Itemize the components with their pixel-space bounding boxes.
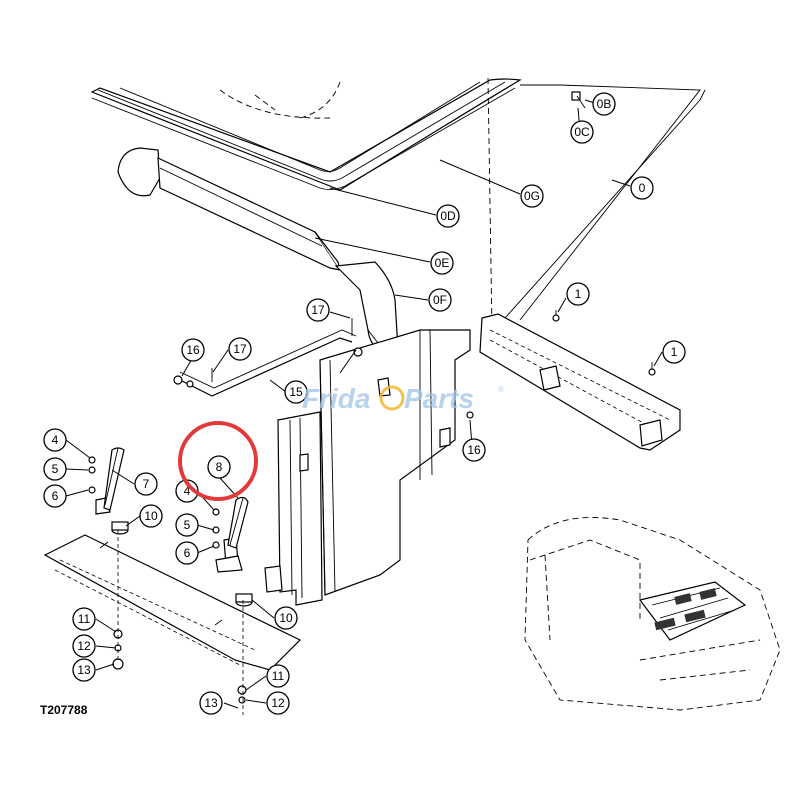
watermark-text-1: Frida	[302, 383, 370, 414]
callout-16-right: 16	[462, 438, 486, 462]
svg-text:15: 15	[289, 385, 303, 399]
callout-12-right: 12	[266, 691, 290, 715]
svg-text:10: 10	[279, 611, 293, 625]
callout-13-left: 13	[72, 658, 96, 682]
svg-text:0F: 0F	[433, 293, 447, 307]
right-side-panel	[504, 84, 706, 321]
watermark: Frida Parts ®	[302, 383, 504, 414]
svg-text:17: 17	[233, 342, 247, 356]
callout-0B: 0B	[592, 92, 616, 116]
svg-text:4: 4	[52, 433, 59, 447]
callout-17-right: 17	[306, 298, 330, 322]
svg-text:4: 4	[184, 484, 191, 498]
callout-6-center: 6	[175, 541, 199, 565]
callout-7: 7	[134, 472, 158, 496]
svg-text:10: 10	[144, 509, 158, 523]
svg-text:0B: 0B	[597, 97, 612, 111]
center-hinge-assembly	[212, 496, 249, 573]
callout-1-right: 1	[662, 340, 686, 364]
highlight-ring	[178, 421, 258, 501]
lower-base-frame	[43, 534, 302, 671]
svg-text:12: 12	[77, 639, 91, 653]
rubber-mounts	[111, 521, 253, 715]
svg-text:16: 16	[467, 443, 481, 457]
svg-text:0G: 0G	[524, 189, 540, 203]
callout-5-center: 5	[175, 513, 199, 537]
callout-10-left: 10	[139, 504, 163, 528]
callout-12-left: 12	[72, 634, 96, 658]
callout-0E: 0E	[430, 251, 454, 275]
center-dash-line	[487, 77, 493, 331]
callout-1-top: 1	[566, 282, 590, 306]
excavator-inset	[524, 517, 781, 711]
callout-5-left: 5	[43, 457, 67, 481]
callout-8: 8	[207, 455, 231, 479]
callout-0C: 0C	[570, 120, 594, 144]
svg-text:13: 13	[77, 663, 91, 677]
svg-text:7: 7	[143, 477, 150, 491]
svg-text:5: 5	[52, 462, 59, 476]
callout-10-right: 10	[274, 606, 298, 630]
left-hinge-assembly	[88, 447, 125, 515]
side-rail-assembly	[479, 310, 681, 451]
svg-text:0C: 0C	[574, 125, 590, 139]
svg-text:8: 8	[216, 460, 223, 474]
figure-code: T207788	[40, 703, 88, 717]
svg-text:16: 16	[186, 343, 200, 357]
callout-4-left: 4	[43, 428, 67, 452]
callout-11-left: 11	[72, 607, 96, 631]
svg-text:6: 6	[52, 489, 59, 503]
callout-16-left: 16	[181, 338, 205, 362]
trim-end-piece	[334, 261, 399, 353]
svg-text:0D: 0D	[440, 209, 456, 223]
callout-11-right: 11	[266, 664, 290, 688]
callout-13-right: 13	[199, 691, 223, 715]
svg-text:17: 17	[311, 303, 325, 317]
watermark-logo-icon	[379, 385, 405, 411]
callout-0: 0	[630, 176, 654, 200]
callout-15: 15	[284, 380, 308, 404]
watermark-reg: ®	[498, 385, 504, 394]
front-trim-beam	[117, 147, 342, 271]
panel-assembly	[264, 329, 471, 606]
svg-text:13: 13	[204, 696, 218, 710]
callout-6-left: 6	[43, 484, 67, 508]
svg-text:12: 12	[271, 696, 285, 710]
roof-window-frame	[90, 78, 522, 191]
callout-0G: 0G	[520, 184, 544, 208]
svg-text:1: 1	[671, 345, 678, 359]
svg-text:5: 5	[184, 518, 191, 532]
svg-text:11: 11	[78, 612, 91, 626]
callout-0F: 0F	[428, 288, 452, 312]
svg-text:0E: 0E	[435, 256, 450, 270]
callout-0D: 0D	[436, 204, 460, 228]
callout-17-left: 17	[228, 337, 252, 361]
svg-text:0: 0	[639, 181, 646, 195]
svg-text:6: 6	[184, 546, 191, 560]
svg-text:1: 1	[575, 287, 582, 301]
watermark-text-2: Parts	[404, 383, 474, 414]
svg-text:11: 11	[272, 669, 285, 683]
